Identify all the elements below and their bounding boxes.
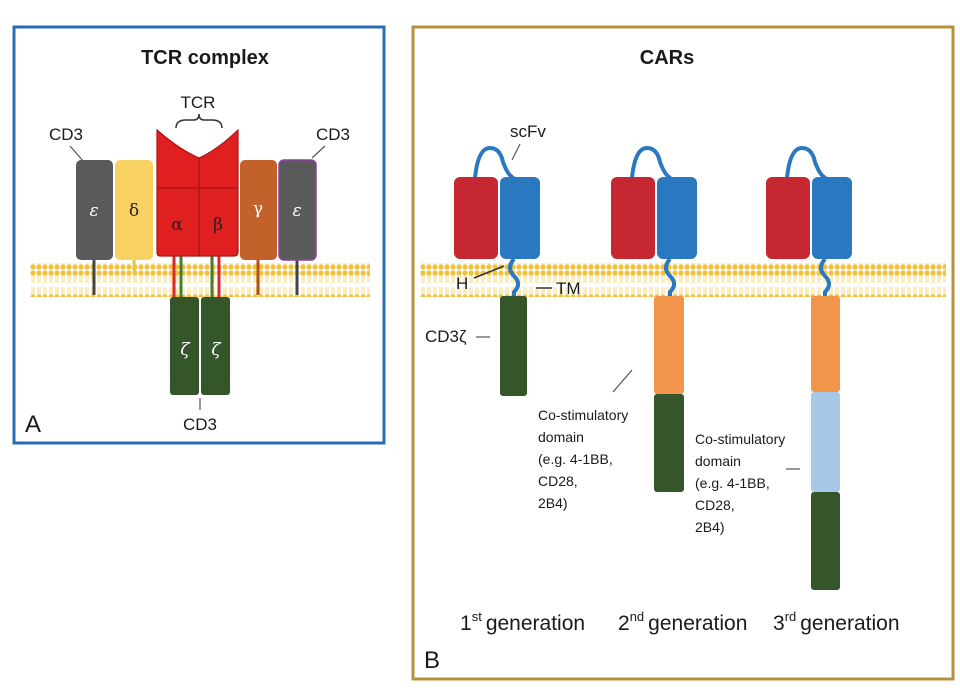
cd3-right-label: CD3 — [316, 125, 350, 144]
tcr-brace — [175, 113, 223, 129]
car-2nd-generation — [611, 145, 697, 492]
hinge-label: H — [456, 274, 468, 293]
tm-label: TM — [556, 279, 581, 298]
cd3zeta-domain-1 — [500, 296, 527, 396]
alpha-symbol: α — [171, 215, 183, 235]
costim-label-3: Co-stimulatory domain (e.g. 4-1BB, CD28,… — [695, 431, 785, 535]
vh-domain-2 — [611, 177, 655, 259]
costim2-line-3: (e.g. 4-1BB, — [538, 451, 613, 467]
scfv-pointer — [511, 143, 521, 161]
cd3-left-label: CD3 — [49, 125, 83, 144]
costim-pointer-2 — [612, 369, 633, 393]
cd3-epsilon-right — [278, 159, 317, 261]
panel-a-letter: A — [25, 411, 41, 438]
cd3-zeta-1 — [170, 297, 199, 395]
cd3-epsilon-left — [76, 160, 113, 260]
costim-domain-3b — [811, 392, 840, 492]
vh-domain-1 — [454, 177, 498, 259]
hinge-pointer — [473, 265, 505, 279]
zeta-2-symbol: ζ — [211, 340, 222, 360]
vl-domain-2 — [657, 177, 697, 259]
panel-b-title: CARs — [640, 47, 694, 69]
hinge-tm-1 — [508, 257, 520, 298]
costim2-line-4: CD28, — [538, 473, 578, 489]
cd3-left-pointer — [69, 145, 85, 163]
panel-b-letter: B — [424, 647, 440, 674]
tcr-alpha-chain — [156, 128, 200, 257]
cell-membrane-a — [30, 263, 370, 297]
costim3-line-2: domain — [695, 453, 741, 469]
scfv-linker-1 — [473, 145, 515, 180]
cell-membrane-b — [420, 263, 946, 297]
costim-domain-3a — [811, 296, 840, 392]
tcr-label: TCR — [181, 93, 216, 112]
delta-symbol: δ — [129, 201, 139, 221]
costim3-line-4: CD28, — [695, 497, 735, 513]
costim2-line-1: Co-stimulatory — [538, 407, 628, 423]
panel-a-tcr-complex: TCR complex TCR CD3 CD3 ε δ α β — [12, 25, 386, 445]
cd3-delta — [115, 160, 153, 260]
zeta-1-symbol: ζ — [180, 340, 191, 360]
costim3-line-3: (e.g. 4-1BB, — [695, 475, 770, 491]
scfv-linker-2 — [630, 145, 672, 180]
car-1st-generation — [454, 145, 540, 396]
cd3zeta-domain-2 — [654, 394, 684, 492]
cd3-gamma — [240, 160, 277, 260]
vh-domain-3 — [766, 177, 810, 259]
costim2-line-2: domain — [538, 429, 584, 445]
cd3zeta-domain-3 — [811, 492, 840, 590]
epsilon-right-symbol: ε — [292, 201, 301, 221]
epsilon-left-symbol: ε — [89, 201, 98, 221]
costim2-line-5: 2B4) — [538, 495, 568, 511]
cd3-right-pointer — [311, 145, 326, 159]
hinge-tm-2 — [664, 257, 676, 298]
tcr-beta-chain — [198, 128, 239, 257]
gamma-symbol: γ — [253, 199, 263, 219]
scfv-label: scFv — [510, 122, 546, 141]
costim3-line-1: Co-stimulatory — [695, 431, 785, 447]
cd3-zeta-2 — [201, 297, 230, 395]
cd3zeta-label: CD3ζ — [425, 327, 467, 346]
vl-domain-3 — [812, 177, 852, 259]
costim-label-2: Co-stimulatory domain (e.g. 4-1BB, CD28,… — [538, 407, 628, 511]
vl-domain-1 — [500, 177, 540, 259]
car-3rd-generation — [766, 145, 852, 590]
scfv-linker-3 — [785, 145, 827, 180]
cd3-bottom-label: CD3 — [183, 415, 217, 434]
hinge-tm-3 — [819, 257, 831, 298]
costim3-line-5: 2B4) — [695, 519, 725, 535]
costim-domain-2 — [654, 296, 684, 394]
panel-b-cars: CARs scFv H TM CD3ζ Co — [411, 25, 955, 681]
panel-a-title: TCR complex — [141, 47, 269, 69]
beta-symbol: β — [213, 215, 223, 235]
